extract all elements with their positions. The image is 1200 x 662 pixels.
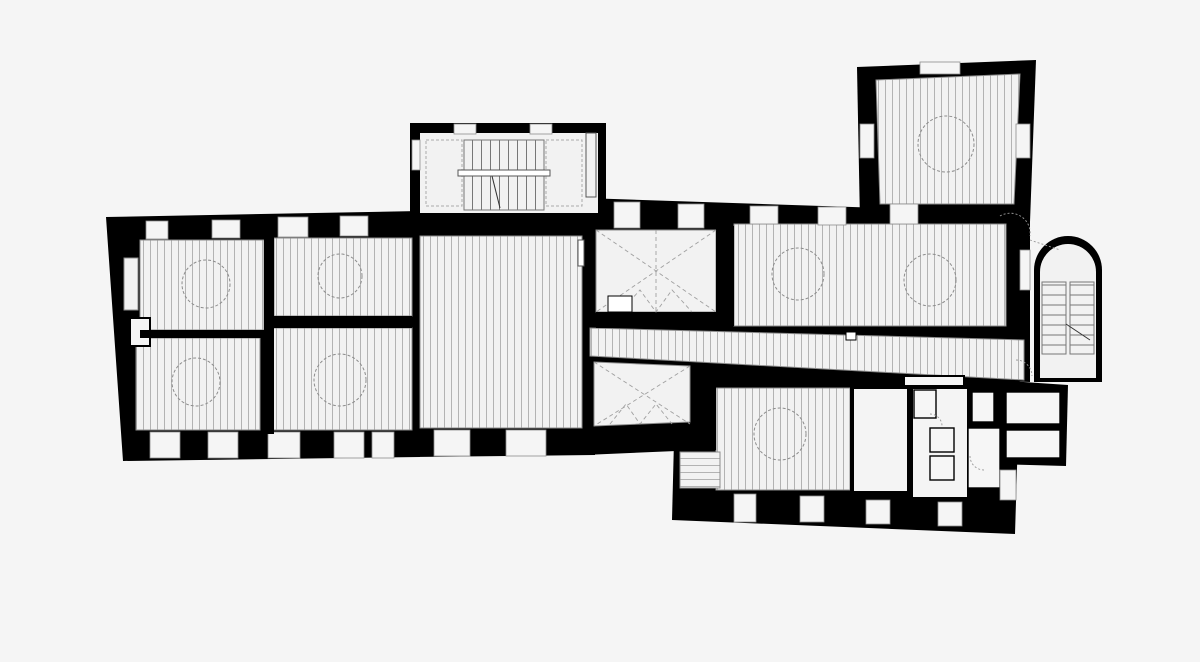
annex-room-2 xyxy=(1005,429,1061,459)
sanitary-stall-4 xyxy=(971,391,995,423)
stair-tower-flight-right xyxy=(1069,281,1095,355)
partition-walls xyxy=(140,226,912,500)
medallion-east-large-1 xyxy=(771,247,825,301)
room-east-large-floor xyxy=(733,223,1007,327)
sanitary-stall-2 xyxy=(929,427,955,453)
corridor-floor xyxy=(589,327,1025,381)
medallion-tower xyxy=(917,115,975,173)
room-west-south-floor xyxy=(135,337,261,431)
stove-east xyxy=(607,295,633,313)
west-closet xyxy=(123,257,139,311)
room-plain-floor xyxy=(851,387,909,493)
sanitary-stall-3 xyxy=(929,455,955,481)
north-stair-rail xyxy=(491,175,501,209)
room-mid-north-floor xyxy=(273,237,413,317)
north-stair-right xyxy=(545,139,583,207)
central-hall-floor xyxy=(419,235,583,429)
north-stair-treads-upper xyxy=(463,139,545,173)
windows xyxy=(145,61,1031,527)
north-stair-slot xyxy=(585,132,597,198)
medallion-east-large-2 xyxy=(903,253,957,307)
rooms xyxy=(123,73,1102,499)
medallion-mid-north xyxy=(317,253,363,299)
room-tower-floor xyxy=(875,73,1021,205)
ceiling-medallions xyxy=(171,115,975,461)
sanitary-corridor xyxy=(967,427,1001,489)
room-mid-south-floor xyxy=(269,327,413,431)
south-east-alcove xyxy=(679,451,721,489)
annex-room-1 xyxy=(1005,391,1061,425)
north-stair-landing-bar xyxy=(457,169,551,177)
corridor-column xyxy=(845,331,857,341)
medallion-south-east xyxy=(753,407,807,461)
north-stair-left xyxy=(425,139,463,207)
north-stair-treads-lower xyxy=(463,175,545,211)
corridor-door-block xyxy=(903,375,965,387)
stair-tower-flight-left xyxy=(1041,281,1067,355)
sanitary-stall-1 xyxy=(913,389,937,419)
fireplace-central xyxy=(577,239,585,267)
medallion-west-north xyxy=(181,259,231,309)
stair-tower-rail xyxy=(1065,323,1091,341)
medallion-west-south xyxy=(171,357,221,407)
room-west-north-floor xyxy=(139,239,265,331)
door-swings xyxy=(929,212,1061,471)
room-south-east-floor xyxy=(715,387,851,491)
medallion-mid-south xyxy=(313,353,367,407)
